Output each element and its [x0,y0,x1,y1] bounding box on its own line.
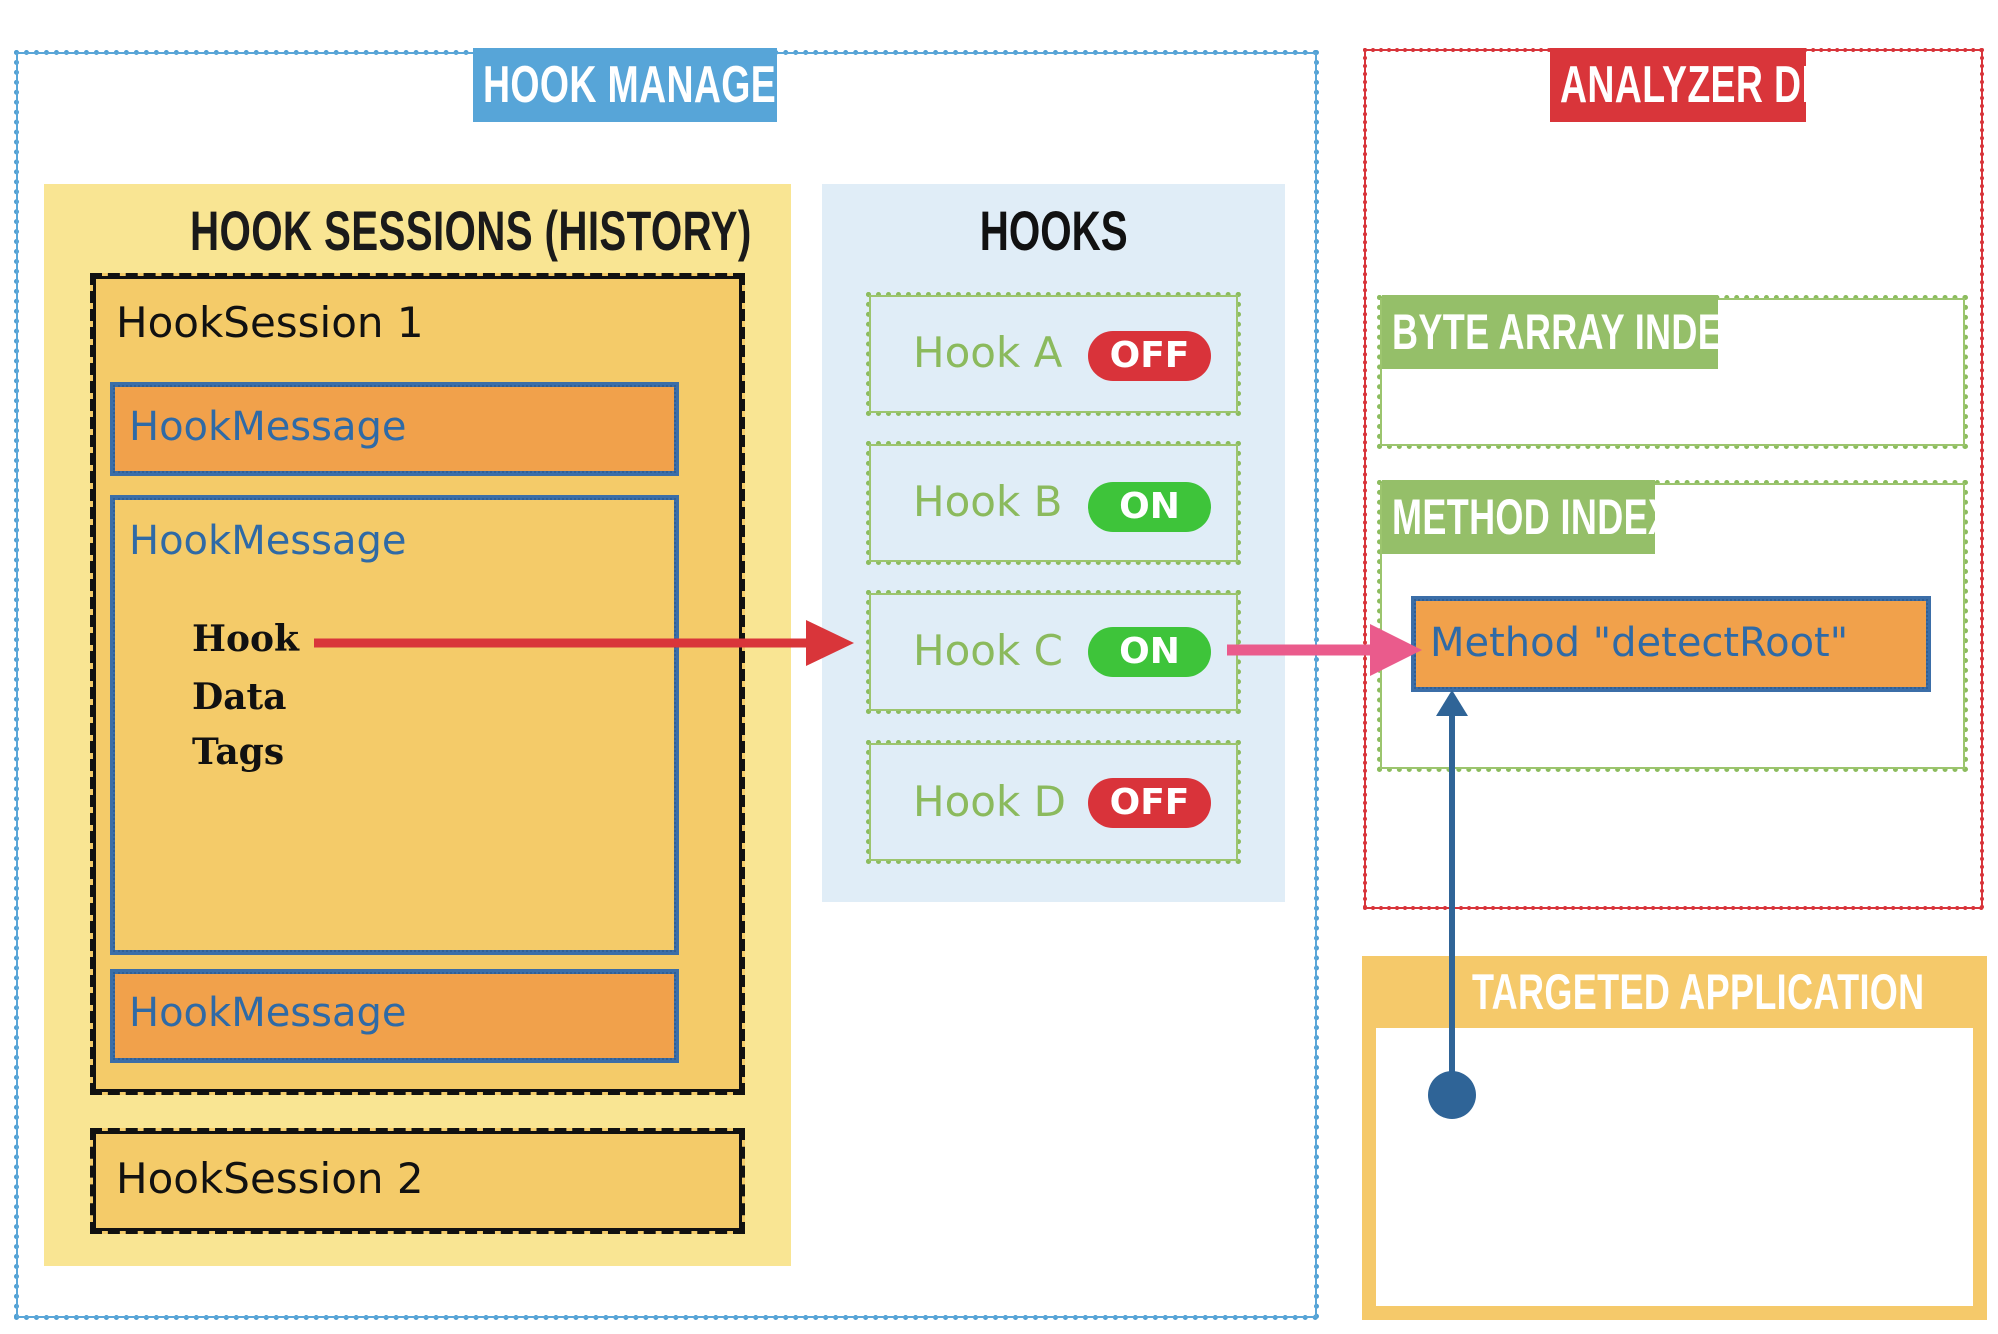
hook-message-2-label: HookMessage [129,518,407,564]
hook-manager-title-text: HOOK MANAGER [483,56,777,114]
hook-sessions-title: HOOK SESSIONS (HISTORY) [190,198,751,264]
hook-b-box [866,441,1241,565]
hooks-title: HOOKS [822,198,1285,264]
hook-d-label: Hook D [913,777,1066,826]
hooks-title-text: HOOKS [979,199,1128,262]
targeted-application-title-text: TARGETED APPLICATION [1472,964,1925,1020]
hooks-panel [822,184,1285,902]
hook-b-label: Hook B [913,477,1063,526]
hook-message-3-label: HookMessage [129,990,407,1036]
analyzer-db-title-text: ANALYZER DB [1560,56,1806,114]
hook-message-2 [110,495,679,955]
targeted-application-container [1362,956,1987,1320]
byte-array-index-title-text: BYTE ARRAY INDEX [1392,304,1718,360]
hook-b-toggle[interactable]: ON [1088,482,1211,532]
hook-d-box [866,740,1241,864]
method-index-title: METHOD INDEX [1382,480,1655,554]
arrow-hook-to-hook-c [314,620,854,666]
hook-manager-title: HOOK MANAGER [473,48,777,122]
byte-array-index-title: BYTE ARRAY INDEX [1382,295,1718,369]
method-index-title-text: METHOD INDEX [1392,489,1655,545]
method-detectroot-box [1411,596,1931,692]
hook-a-toggle[interactable]: OFF [1088,331,1211,381]
hook-message-field-hook: Hook [192,618,299,660]
targeted-application-title: TARGETED APPLICATION [1472,956,1924,1028]
hook-message-field-tags: Tags [192,731,285,773]
hook-c-label: Hook C [913,626,1063,675]
hook-message-1 [110,382,679,476]
hook-message-1-label: HookMessage [129,404,407,450]
hook-session-1-label: HookSession 1 [116,298,424,347]
hook-sessions-title-text: HOOK SESSIONS (HISTORY) [190,199,752,262]
method-detectroot-label: Method "detectRoot" [1430,620,1849,666]
hook-a-label: Hook A [913,328,1063,377]
hook-session-2-label: HookSession 2 [116,1154,424,1203]
hook-session-2 [90,1128,745,1234]
analyzer-db-title: ANALYZER DB [1550,48,1806,122]
app-origin-dot [1428,1071,1476,1119]
hook-a-box [866,292,1241,416]
arrow-hook-c-to-method [1227,624,1422,676]
arrow-app-to-method [1428,690,1476,1119]
hook-message-3 [110,969,679,1063]
hook-c-toggle[interactable]: ON [1088,627,1211,677]
hook-d-toggle[interactable]: OFF [1088,778,1211,828]
hook-message-field-data: Data [192,676,287,718]
method-index-box [1377,480,1968,772]
